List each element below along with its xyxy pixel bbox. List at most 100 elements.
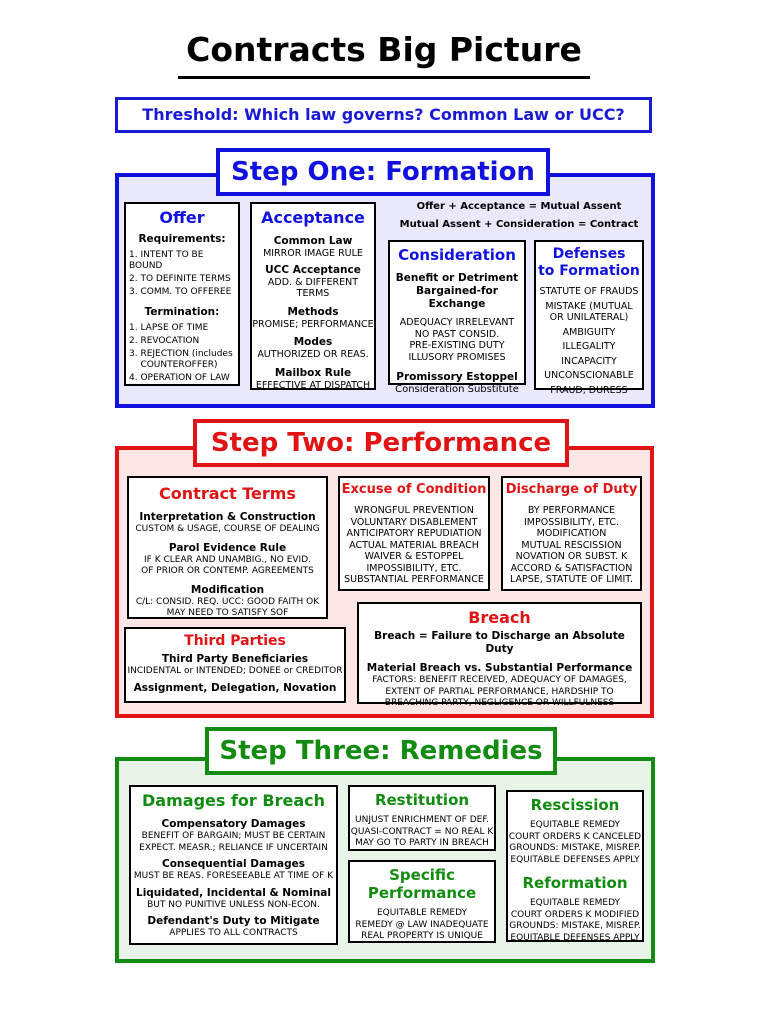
third-parties-title: Third Parties [184,633,286,649]
offer-requirements-label: Requirements: [138,233,226,245]
breach-factor: FACTORS: BENEFIT RECEIVED, ADEQUACY OF D… [372,675,627,685]
formation-heading: Step One: Formation [216,148,550,196]
discharge-item: MUTUAL RESCISSION [521,539,622,551]
defense-item: INCAPACITY [561,355,617,367]
acceptance-ucc: UCC Acceptance [265,263,361,276]
discharge-item: NOVATION OR SUBST. K [515,551,628,562]
restitution-box: Restitution UNJUST ENRICHMENT OF DEF. QU… [348,785,496,851]
parol-evidence-text: IF K CLEAR AND UNAMBIG., NO EVID. [144,554,311,565]
third-party-beneficiaries-text: INCIDENTAL or INTENDED; DONEE or CREDITO… [127,666,343,676]
liquidated-damages: Liquidated, Incidental & Nominal [136,886,331,899]
reformation-item: EQUITABLE DEFENSES APPLY [510,932,640,943]
consideration-title: Consideration [398,246,516,264]
defense-item: STATUTE OF FRAUDS [539,286,639,297]
defense-item: UNCONSCIONABLE [544,370,634,381]
rescission-reformation-box: Rescission EQUITABLE REMEDY COURT ORDERS… [506,790,644,943]
acceptance-common-law-text: MIRROR IMAGE RULE [263,248,363,259]
restitution-item: QUASI-CONTRACT = NO REAL K [350,826,494,837]
material-breach: Material Breach vs. Substantial Performa… [366,662,633,674]
offer-box: Offer Requirements: 1. INTENT TO BE BOUN… [124,202,240,386]
breach-box: Breach Breach = Failure to Discharge an … [357,602,642,708]
reformation-title: Reformation [522,874,628,892]
offer-termination: 4. OPERATION OF LAW [129,373,230,383]
discharge-item: ACCORD & SATISFACTION [510,562,633,574]
assignment-delegation: Assignment, Delegation, Novation [133,681,337,694]
offer-requirement: 1. INTENT TO BE BOUND [129,250,204,271]
consequential-text: MUST BE REAS. FORESEEABLE AT TIME OF K [133,871,334,881]
parol-evidence-heading: Parol Evidence Rule [168,541,287,554]
excuse-item: ANTICIPATORY REPUDIATION [346,528,482,539]
specific-performance-box: Specific Performance EQUITABLE REMEDY RE… [348,860,496,943]
discharge-of-duty-box: Discharge of Duty BY PERFORMANCE IMPOSSI… [501,476,642,591]
promissory-estoppel-text: Consideration Substitute [395,384,519,395]
reformation-item: EQUITABLE REMEDY [529,898,621,908]
modification-heading: Modification [190,583,265,596]
excuse-of-condition-box: Excuse of Condition WRONGFUL PREVENTION … [338,476,490,591]
defense-item: AMBIGUITY [562,326,616,338]
modification-text: MAY NEED TO SATISFY SOF [166,608,289,618]
defenses-box: Defenses to Formation STATUTE OF FRAUDS … [534,240,644,396]
contract-terms-title: Contract Terms [159,484,296,503]
specific-performance-item: EQUITABLE REMEDY [376,908,468,918]
specific-performance-item: REAL PROPERTY IS UNIQUE [361,931,483,941]
remedies-heading: Step Three: Remedies [205,727,557,775]
excuse-title: Excuse of Condition [341,482,487,497]
discharge-item: MODIFICATION [536,528,607,539]
reformation-item: COURT ORDERS K MODIFIED [510,909,640,920]
rescission-item: EQUITABLE DEFENSES APPLY [510,854,640,865]
offer-title: Offer [159,208,205,227]
excuse-item: WAIVER & ESTOPPEL [364,551,464,562]
interpretation-text: CUSTOM & USAGE, COURSE OF DEALING [135,524,320,534]
equation-mutual-assent: Offer + Acceptance = Mutual Assent [416,201,622,212]
compensatory-damages: Compensatory Damages [161,818,306,830]
parol-evidence-text: OF PRIOR OR CONTEMP. AGREEMENTS [141,566,314,576]
excuse-item: ACTUAL MATERIAL BREACH [349,539,479,551]
discharge-item: LAPSE, STATUTE OF LIMIT. [510,574,633,585]
defense-item: OR UNILATERAL) [549,312,629,323]
acceptance-ucc-text: ADD. & DIFFERENT TERMS [267,276,359,300]
rescission-item: COURT ORDERS K CANCELED [508,831,642,842]
acceptance-box: Acceptance Common Law MIRROR IMAGE RULE … [250,202,376,391]
restitution-title: Restitution [374,791,470,809]
defense-item: MISTAKE (MUTUAL [545,300,633,312]
offer-termination: 2. REVOCATION [129,336,200,346]
threshold-box: Threshold: Which law governs? Common Law… [115,97,652,133]
excuse-item: SUBSTANTIAL PERFORMANCE [344,574,484,585]
acceptance-methods-text: PROMISE; PERFORMANCE [252,318,374,330]
specific-performance-title-line1: Specific [389,866,455,884]
acceptance-modes-text: AUTHORIZED OR REAS. [257,349,369,360]
contract-terms-box: Contract Terms Interpretation & Construc… [127,476,328,619]
defenses-title-line2: to Formation [538,263,640,279]
compensatory-text: EXPECT. MEASR.; RELIANCE IF UNCERTAIN [139,842,328,853]
consideration-box: Consideration Benefit or Detriment Barga… [388,240,526,395]
acceptance-mailbox: Mailbox Rule [274,366,352,379]
third-party-beneficiaries: Third Party Beneficiaries [161,653,309,665]
duty-to-mitigate-text: APPLIES TO ALL CONTRACTS [169,928,298,938]
damages-box: Damages for Breach Compensatory Damages … [129,785,338,945]
acceptance-methods: Methods [287,305,339,318]
duty-to-mitigate: Defendant's Duty to Mitigate [147,915,320,927]
acceptance-common-law: Common Law [273,235,353,247]
specific-performance-title-line2: Performance [367,884,477,902]
rescission-title: Rescission [530,796,620,814]
excuse-item: WRONGFUL PREVENTION [354,505,474,516]
consideration-item: ILLUSORY PROMISES [408,351,506,363]
offer-termination-label: Termination: [144,306,220,318]
reformation-item: GROUNDS: MISTAKE, MISREP. [509,921,641,931]
interpretation-heading: Interpretation & Construction [139,511,316,523]
discharge-item: BY PERFORMANCE [527,505,616,516]
discharge-item: IMPOSSIBILITY, ETC. [523,516,620,528]
offer-termination: COUNTEROFFER) [129,360,218,370]
consideration-item: ADEQUACY IRRELEVANT [399,317,515,328]
equation-contract: Mutual Assent + Consideration = Contract [399,219,639,230]
page-title: Contracts Big Picture [186,30,582,69]
breach-factor: EXTENT OF PARTIAL PERFORMANCE, HARDSHIP … [385,686,614,697]
offer-requirement: 2. TO DEFINITE TERMS [129,274,231,284]
modification-text: C/L: CONSID. REQ. UCC: GOOD FAITH OK [135,596,320,607]
defense-item: ILLEGALITY [562,341,616,352]
damages-title: Damages for Breach [142,791,325,810]
promissory-estoppel: Promissory Estoppel [396,371,518,383]
consideration-line1: Benefit or Detriment [395,272,519,284]
consideration-line2: Bargained-for Exchange [416,285,498,310]
consideration-item: PRE-EXISTING DUTY [409,340,505,351]
